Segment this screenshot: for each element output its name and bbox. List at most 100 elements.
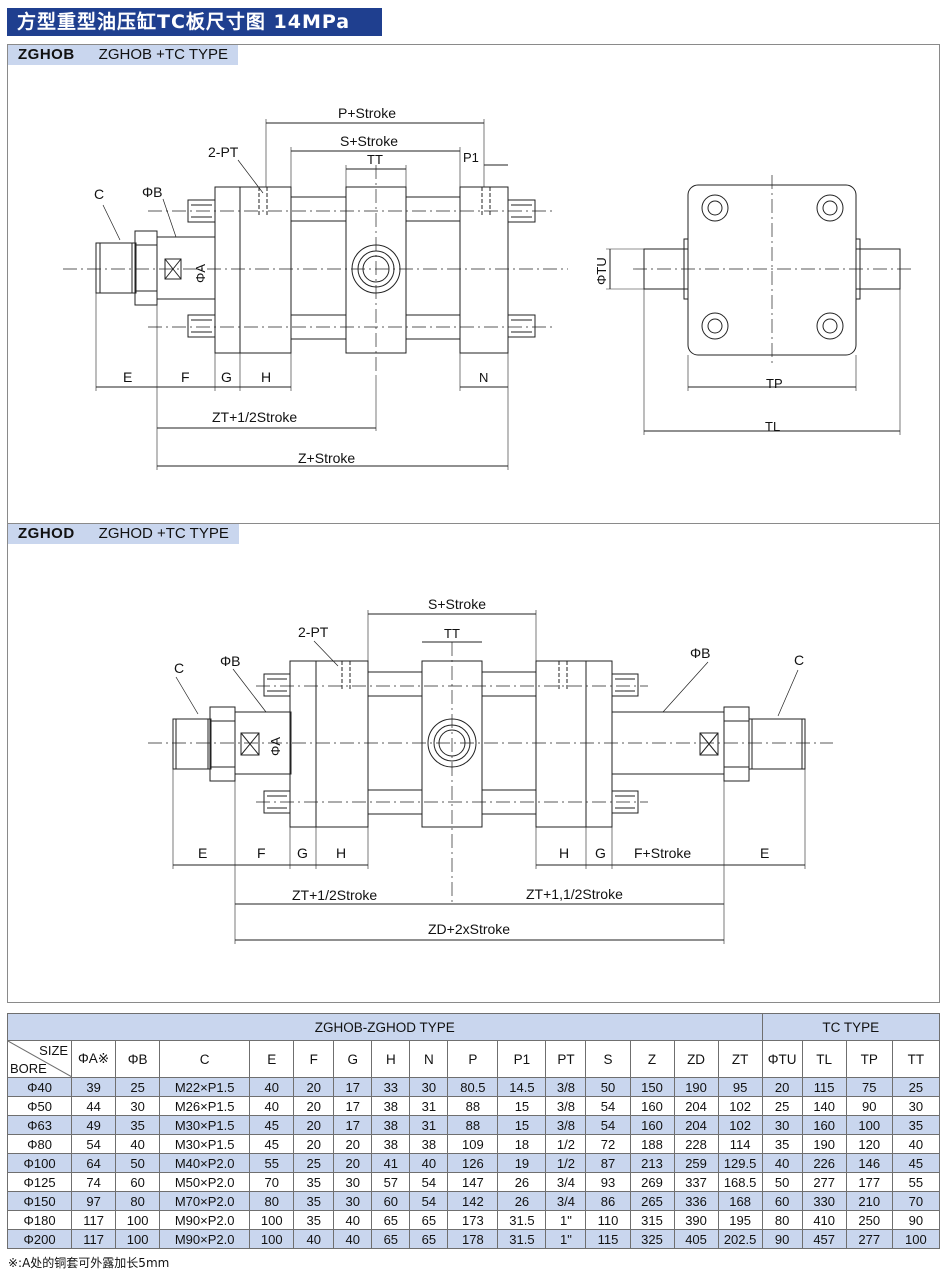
table-cell: 120 (845, 1134, 893, 1154)
table-cell: 95 (717, 1077, 763, 1097)
table-cell: 160 (629, 1115, 675, 1135)
table-cell: 20 (293, 1134, 335, 1154)
table-cell: 40 (891, 1134, 941, 1154)
table-cell: 90 (891, 1210, 941, 1230)
table-cell: M22×P1.5 (159, 1077, 251, 1097)
bore-cell: Φ125 (6, 1172, 73, 1192)
label-2pt: 2-PT (208, 144, 239, 160)
table-cell: 100 (845, 1115, 893, 1135)
table-cell: 26 (497, 1172, 547, 1192)
label-s-stroke: S+Stroke (340, 133, 398, 149)
table-cell: 19 (497, 1153, 547, 1173)
table-cell: 100 (249, 1210, 295, 1230)
table-cell: 49 (71, 1115, 117, 1135)
label-p1: P1 (463, 150, 479, 165)
table-cell: 20 (293, 1115, 335, 1135)
table-cell: 35 (761, 1134, 803, 1154)
table-cell: 190 (801, 1134, 847, 1154)
bore-cell: Φ63 (6, 1115, 73, 1135)
table-cell: 25 (761, 1096, 803, 1116)
label-zt-half: ZT+1/2Stroke (292, 887, 377, 903)
label-s-stroke: S+Stroke (428, 596, 486, 612)
label-tt: TT (444, 626, 460, 641)
column-header: ΦB (115, 1040, 161, 1078)
table-cell: 26 (497, 1191, 547, 1211)
label-c-left: C (174, 660, 184, 676)
table-cell: 65 (371, 1229, 411, 1249)
table-cell: 178 (447, 1229, 499, 1249)
table-cell: 20 (761, 1077, 803, 1097)
label-c: C (94, 186, 104, 202)
table-cell: 160 (801, 1115, 847, 1135)
table-cell: 129.5 (717, 1153, 763, 1173)
label-zd-stroke: ZD+2xStroke (428, 921, 510, 937)
label-tt: TT (367, 152, 383, 167)
table-cell: 45 (249, 1115, 295, 1135)
column-header: P1 (497, 1040, 547, 1078)
table-cell: 93 (585, 1172, 631, 1192)
table-cell: 35 (115, 1115, 161, 1135)
table-cell: 40 (409, 1153, 449, 1173)
table-cell: 100 (249, 1229, 295, 1249)
label-e-left: E (198, 845, 207, 861)
bore-cell: Φ150 (6, 1191, 73, 1211)
table-cell: 115 (585, 1229, 631, 1249)
column-header: ΦTU (761, 1040, 803, 1078)
table-cell: 39 (71, 1077, 117, 1097)
column-header: TP (845, 1040, 893, 1078)
table-cell: 54 (71, 1134, 117, 1154)
page-title: 方型重型油压缸TC板尺寸图 14MPa (7, 8, 382, 36)
table-cell: 20 (293, 1077, 335, 1097)
table-cell: 31 (409, 1096, 449, 1116)
table-cell: 457 (801, 1229, 847, 1249)
table-cell: 210 (845, 1191, 893, 1211)
table-cell: 277 (845, 1229, 893, 1249)
corner-size-label: SIZE (39, 1043, 69, 1058)
table-cell: 20 (333, 1134, 373, 1154)
table-cell: 31.5 (497, 1229, 547, 1249)
table-cell: 20 (333, 1153, 373, 1173)
table-cell: 38 (371, 1134, 411, 1154)
table-cell: 114 (717, 1134, 763, 1154)
label-f-left: F (257, 845, 266, 861)
table-cell: M70×P2.0 (159, 1191, 251, 1211)
table-cell: 410 (801, 1210, 847, 1230)
bore-cell: Φ80 (6, 1134, 73, 1154)
column-header: ZD (673, 1040, 719, 1078)
column-header: PT (545, 1040, 587, 1078)
table-cell: 40 (761, 1153, 803, 1173)
table-cell: 1/2 (545, 1134, 587, 1154)
column-header: E (249, 1040, 295, 1078)
table-cell: 44 (71, 1096, 117, 1116)
corner-bore-label: BORE (10, 1061, 47, 1076)
table-cell: 17 (333, 1115, 373, 1135)
table-cell: 80 (115, 1191, 161, 1211)
table-cell: 1" (545, 1229, 587, 1249)
table-cell: 250 (845, 1210, 893, 1230)
label-h-right: H (559, 845, 569, 861)
table-cell: 80 (249, 1191, 295, 1211)
table-cell: 390 (673, 1210, 719, 1230)
bore-cell: Φ50 (6, 1096, 73, 1116)
label-tp: TP (766, 376, 783, 391)
table-cell: 30 (761, 1115, 803, 1135)
section-name: ZGHOD +TC TYPE (98, 525, 229, 542)
section-code: ZGHOD (18, 525, 75, 542)
table-cell: 1/2 (545, 1153, 587, 1173)
table-cell: 25 (891, 1077, 941, 1097)
column-header: G (333, 1040, 373, 1078)
table-cell: M40×P2.0 (159, 1153, 251, 1173)
table-cell: 55 (891, 1172, 941, 1192)
label-g: G (221, 369, 232, 385)
table-cell: M50×P2.0 (159, 1172, 251, 1192)
table-cell: 3/8 (545, 1096, 587, 1116)
table-cell: 88 (447, 1096, 499, 1116)
table-cell: 40 (333, 1229, 373, 1249)
table-cell: 17 (333, 1077, 373, 1097)
table-cell: 173 (447, 1210, 499, 1230)
